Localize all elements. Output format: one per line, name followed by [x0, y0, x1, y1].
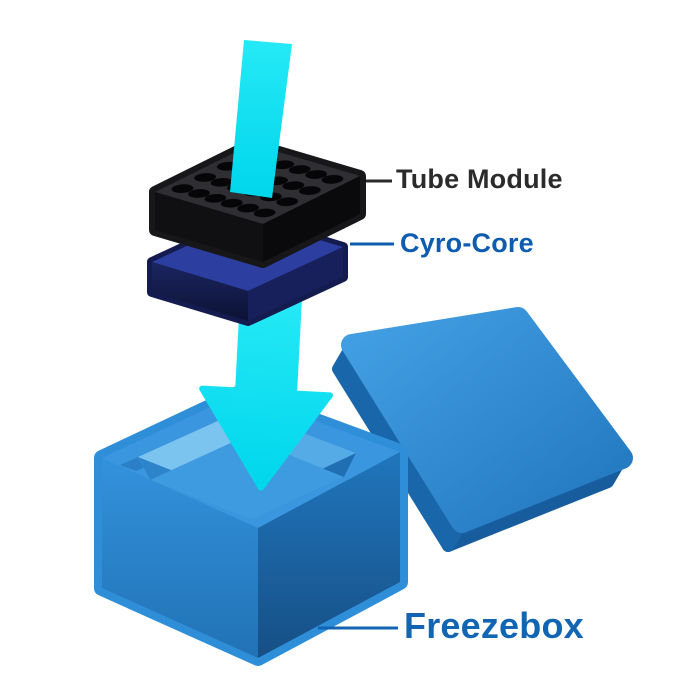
freezebox-label: Freezebox — [404, 605, 584, 646]
tube-hole — [321, 175, 344, 184]
cavity-floor — [150, 437, 344, 520]
tube-hole — [188, 189, 210, 198]
tube-module-block — [149, 138, 366, 268]
tube-hole — [253, 208, 276, 218]
tube-hole — [288, 165, 311, 174]
tube-hole — [298, 186, 321, 195]
box-rim-top — [102, 393, 400, 528]
core-front-right — [248, 247, 343, 321]
cavity-wall-back-left — [138, 410, 244, 480]
module-front-right — [263, 176, 360, 262]
tube-module-label: Tube Module — [396, 164, 563, 194]
tube-hole — [282, 181, 305, 191]
module-front-left — [155, 192, 263, 262]
lid-top-face — [341, 307, 633, 533]
box-wall-front-left — [102, 458, 258, 658]
down-arrow-lower — [199, 293, 333, 491]
down-arrow-upper-shaft — [230, 40, 292, 198]
tube-hole — [210, 177, 233, 187]
tube-hole — [171, 184, 194, 193]
core-front-left — [152, 262, 248, 321]
tube-hole — [272, 160, 295, 170]
freezebox-body — [94, 385, 408, 666]
tube-hole — [276, 197, 299, 207]
cyro-core-label: Cyro-Core — [400, 228, 534, 258]
tube-hole — [204, 194, 227, 203]
tube-hole — [194, 173, 217, 182]
box-wall-front-right — [258, 452, 400, 658]
tube-hole — [220, 198, 243, 208]
tube-hole — [237, 203, 260, 213]
tube-hole — [305, 170, 327, 179]
